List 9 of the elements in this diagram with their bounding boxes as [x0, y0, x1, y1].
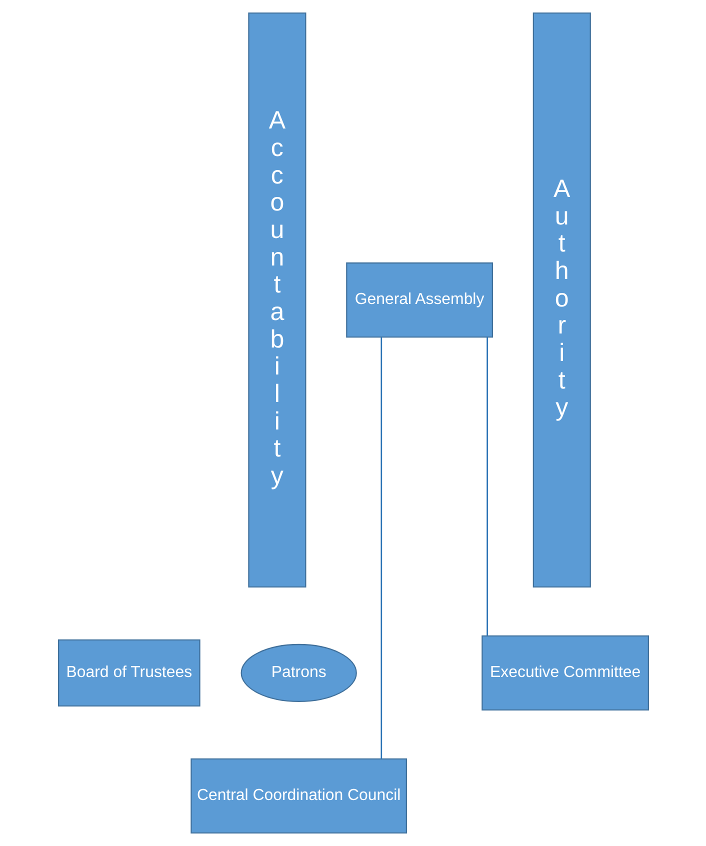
node-box: Authority [532, 12, 590, 588]
connector [486, 337, 488, 636]
node-box: Board of Trustees [57, 639, 200, 707]
node-box: Central Coordination Council [190, 758, 407, 834]
connector [380, 337, 382, 759]
node-box: Executive Committee [481, 635, 649, 711]
node-box: Accountability [248, 12, 306, 588]
node-ellipse: Patrons [240, 644, 356, 702]
node-box: General Assembly [346, 262, 492, 338]
